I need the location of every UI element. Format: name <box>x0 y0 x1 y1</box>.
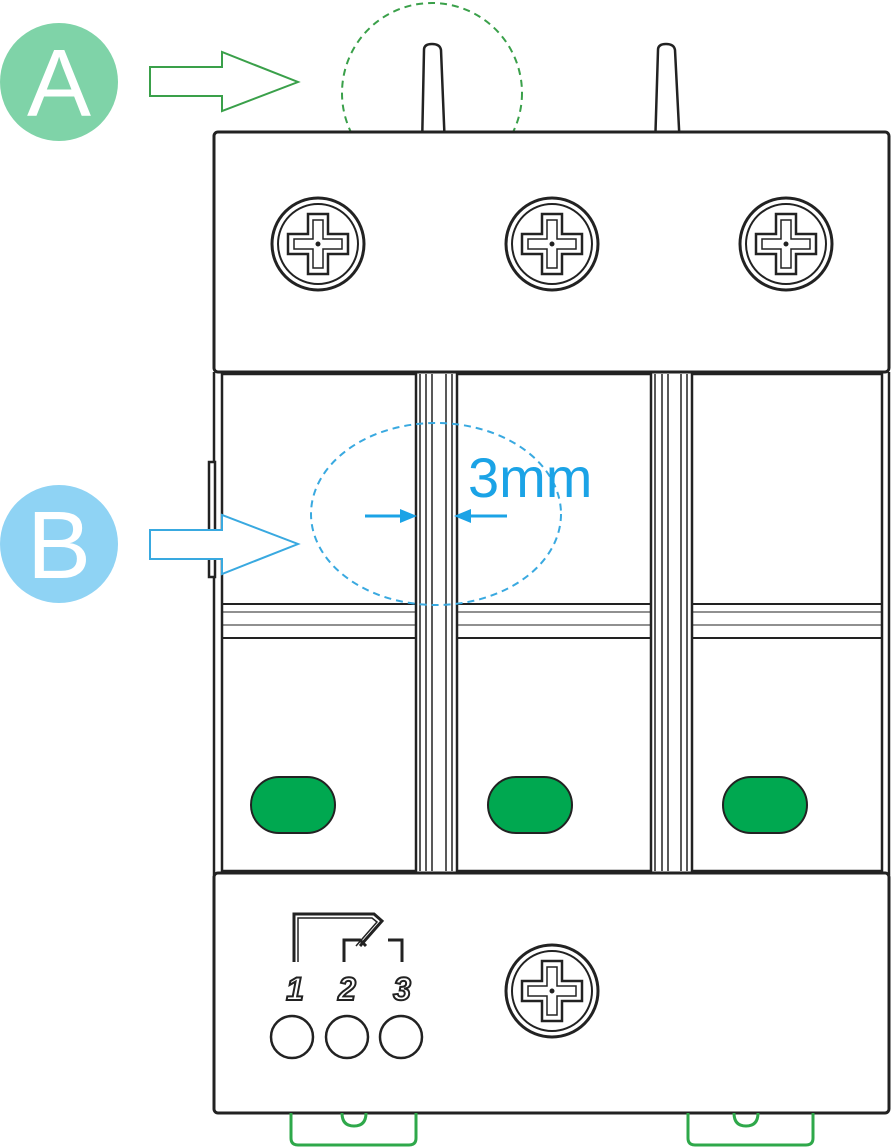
callout-a-badge <box>0 23 118 141</box>
din-clip-left-tab <box>340 1112 368 1128</box>
screw-top-2 <box>504 196 600 292</box>
callout-a-highlight-circle <box>341 2 523 184</box>
indicator-1 <box>250 776 336 834</box>
indicators <box>250 776 808 834</box>
screw-bottom <box>504 943 600 1039</box>
callout-b-badge <box>0 485 118 603</box>
din-clips <box>289 1112 815 1147</box>
terminal-sockets <box>269 1014 424 1060</box>
screw-top-1 <box>270 196 366 292</box>
callout-b-letter: B <box>27 492 91 599</box>
dimension-arrowhead-right <box>454 509 471 523</box>
terminal-label-3: 3 <box>393 971 411 1007</box>
callout-a-letter: A <box>27 30 91 137</box>
terminal-socket-1 <box>269 1014 315 1060</box>
terminal-socket-2 <box>324 1014 370 1060</box>
terminal-label-1: 1 <box>286 971 304 1007</box>
callout-b: B <box>0 422 562 606</box>
module-gap-left <box>419 374 453 871</box>
dimension-arrowhead-left <box>400 509 417 523</box>
indicator-2 <box>487 776 573 834</box>
callout-a-arrow <box>149 50 301 113</box>
terminal-socket-3 <box>378 1014 424 1060</box>
gap-dimension: 3mm <box>365 446 592 523</box>
terminal-schematic <box>292 912 404 962</box>
screw-top-3 <box>738 196 834 292</box>
din-clip-right <box>686 1113 815 1147</box>
callout-b-arrow <box>149 513 301 576</box>
din-clip-left <box>289 1113 418 1147</box>
din-clip-right-tab <box>732 1112 760 1128</box>
terminal-labels: 1 2 3 <box>285 970 412 1008</box>
callout-b-highlight-circle <box>310 422 562 606</box>
indicator-3 <box>722 776 808 834</box>
callout-a: A <box>0 2 523 184</box>
dimension-label: 3mm <box>468 446 592 509</box>
terminal-label-2: 2 <box>337 971 356 1007</box>
module-gap-right <box>654 374 688 871</box>
